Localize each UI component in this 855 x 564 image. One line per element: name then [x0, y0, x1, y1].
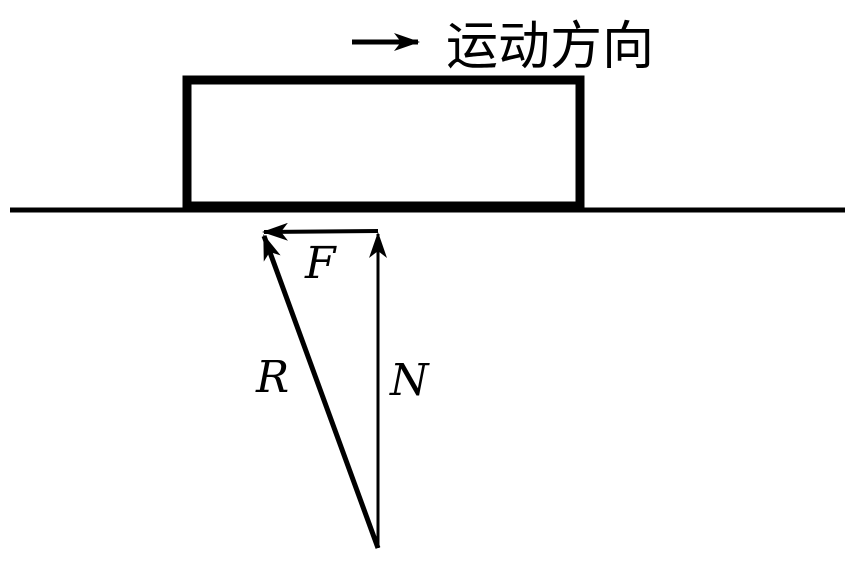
block: [182, 75, 585, 211]
motion-direction-label: 运动方向: [446, 17, 654, 77]
resultant-vector: [261, 234, 381, 549]
normal-label: N: [389, 355, 430, 406]
friction-label: F: [304, 238, 337, 289]
friction-vector: [262, 222, 379, 241]
resultant-label: R: [255, 352, 289, 403]
